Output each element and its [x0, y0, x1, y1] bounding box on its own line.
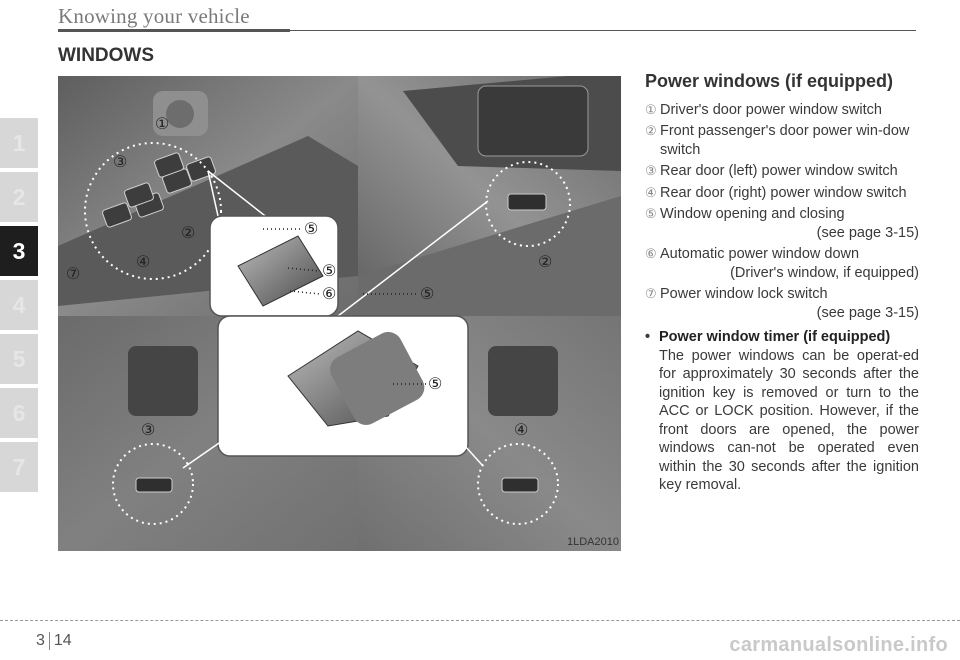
- text-column: Power windows (if equipped) ① Driver's d…: [645, 72, 919, 495]
- callout-3-bottom: ③: [141, 422, 156, 439]
- timer-text: The power windows can be operat-ed for a…: [659, 347, 919, 494]
- chapter-tab-4[interactable]: 4: [0, 280, 38, 330]
- page-reference: (see page 3-15): [816, 304, 919, 321]
- page-reference: (see page 3-15): [816, 224, 919, 241]
- chapter-tab-5[interactable]: 5: [0, 334, 38, 384]
- callout-5-bottom: ⑤: [428, 376, 443, 393]
- bullet: •: [645, 329, 651, 345]
- item-text: Rear door (left) power window switch: [660, 163, 898, 179]
- list-item: ④ Rear door (right) power window switch: [645, 184, 919, 203]
- watermark: carmanualsonline.info: [729, 634, 948, 656]
- chapter-number: 3: [36, 632, 45, 650]
- chapter-tab-2[interactable]: 2: [0, 172, 38, 222]
- power-window-figure: ① ③ ② ④ ⑦ ⑤ ⑤ ⑥ ⑤ ⑤ ② ③ ④ 1LDA2010: [58, 76, 621, 551]
- header-rule-thin: [290, 30, 916, 31]
- chapter-tab-3[interactable]: 3: [0, 226, 38, 276]
- timer-title: Power window timer (if equipped): [659, 329, 891, 345]
- callout-4: ④: [136, 254, 151, 271]
- item-text: Driver's door power window switch: [660, 101, 882, 118]
- item-text: Window opening and closing: [660, 206, 845, 222]
- list-item: ⑤ Window opening and closing (see page 3…: [645, 205, 919, 242]
- callout-5-mid: ⑤: [322, 263, 337, 280]
- chapter-tabs: 1 2 3 4 5 6 7: [0, 118, 40, 496]
- header-rule: [58, 29, 290, 32]
- header-title: Knowing your vehicle: [58, 4, 250, 28]
- list-item: ② Front passenger's door power win-dow s…: [645, 122, 919, 159]
- item-number: ⑤: [645, 206, 657, 221]
- item-note: (Driver's window, if equipped): [730, 264, 919, 281]
- callout-7: ⑦: [66, 266, 81, 283]
- timer-note: • Power window timer (if equipped) The p…: [645, 328, 919, 495]
- list-item: ⑦ Power window lock switch (see page 3-1…: [645, 285, 919, 322]
- item-number: ⑦: [645, 286, 657, 301]
- callout-6: ⑥: [322, 286, 337, 303]
- page-number: 3 14: [36, 632, 72, 650]
- callout-4-bottom: ④: [514, 422, 529, 439]
- item-number: ⑥: [645, 246, 657, 261]
- callout-1: ①: [155, 116, 170, 133]
- footer-rule: [0, 620, 960, 621]
- callout-3: ③: [113, 154, 128, 171]
- chapter-tab-6[interactable]: 6: [0, 388, 38, 438]
- item-text: Automatic power window down: [660, 246, 860, 262]
- list-item: ⑥ Automatic power window down (Driver's …: [645, 245, 919, 282]
- page-in-chapter: 14: [53, 632, 72, 650]
- callout-5-large: ⑤: [420, 286, 435, 303]
- section-title: WINDOWS: [58, 45, 155, 66]
- item-number: ①: [645, 101, 657, 117]
- callout-2: ②: [181, 225, 196, 242]
- chapter-tab-7[interactable]: 7: [0, 442, 38, 492]
- item-text: Rear door (right) power window switch: [660, 184, 907, 201]
- item-text: Power window lock switch: [660, 286, 828, 302]
- page-separator: [48, 632, 50, 650]
- callout-5-top: ⑤: [304, 221, 319, 238]
- subsection-heading: Power windows (if equipped): [645, 71, 894, 91]
- door-panel-illustration: [58, 76, 621, 551]
- list-item: ① Driver's door power window switch: [645, 101, 919, 120]
- item-text: Front passenger's door power win-dow swi…: [660, 123, 910, 158]
- list-item: ③ Rear door (left) power window switch: [645, 162, 919, 181]
- item-number: ④: [645, 184, 657, 200]
- item-number: ③: [645, 163, 657, 178]
- figure-code: 1LDA2010: [567, 536, 619, 548]
- item-number: ②: [645, 123, 657, 138]
- chapter-tab-1[interactable]: 1: [0, 118, 38, 168]
- callout-2-right: ②: [538, 254, 553, 271]
